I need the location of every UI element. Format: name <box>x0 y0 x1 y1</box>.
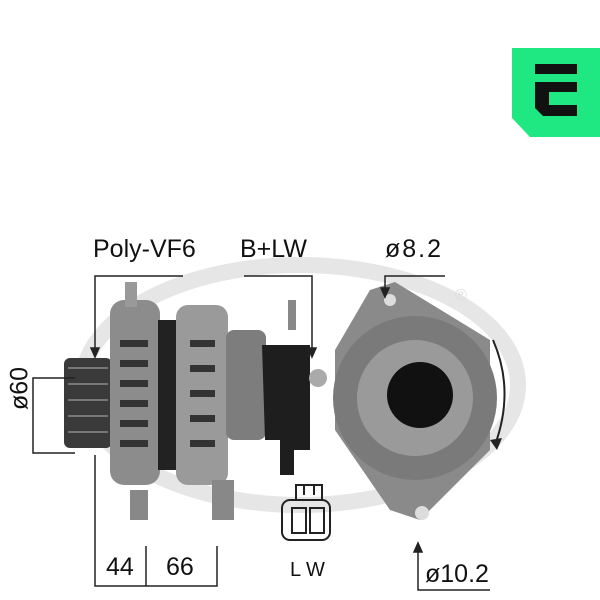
bottom-hole-diameter-label: ø10.2 <box>425 560 489 588</box>
alternator-front-view <box>333 282 506 520</box>
connector-diagram <box>281 484 331 541</box>
alternator-side-view <box>64 282 327 520</box>
brand-logo <box>512 48 600 137</box>
connector-label: L W <box>290 559 325 581</box>
dimension-66-label: 66 <box>166 553 194 581</box>
registered-mark: ® <box>455 287 467 304</box>
dimension-44-label: 44 <box>106 553 134 581</box>
top-hole-diameter-label: ø8.2 <box>385 235 444 263</box>
pulley-diameter-label: ø60 <box>5 366 34 411</box>
terminal-label: B+LW <box>240 235 307 263</box>
dimension-lines <box>32 275 490 591</box>
pulley-type-label: Poly-VF6 <box>93 235 196 263</box>
